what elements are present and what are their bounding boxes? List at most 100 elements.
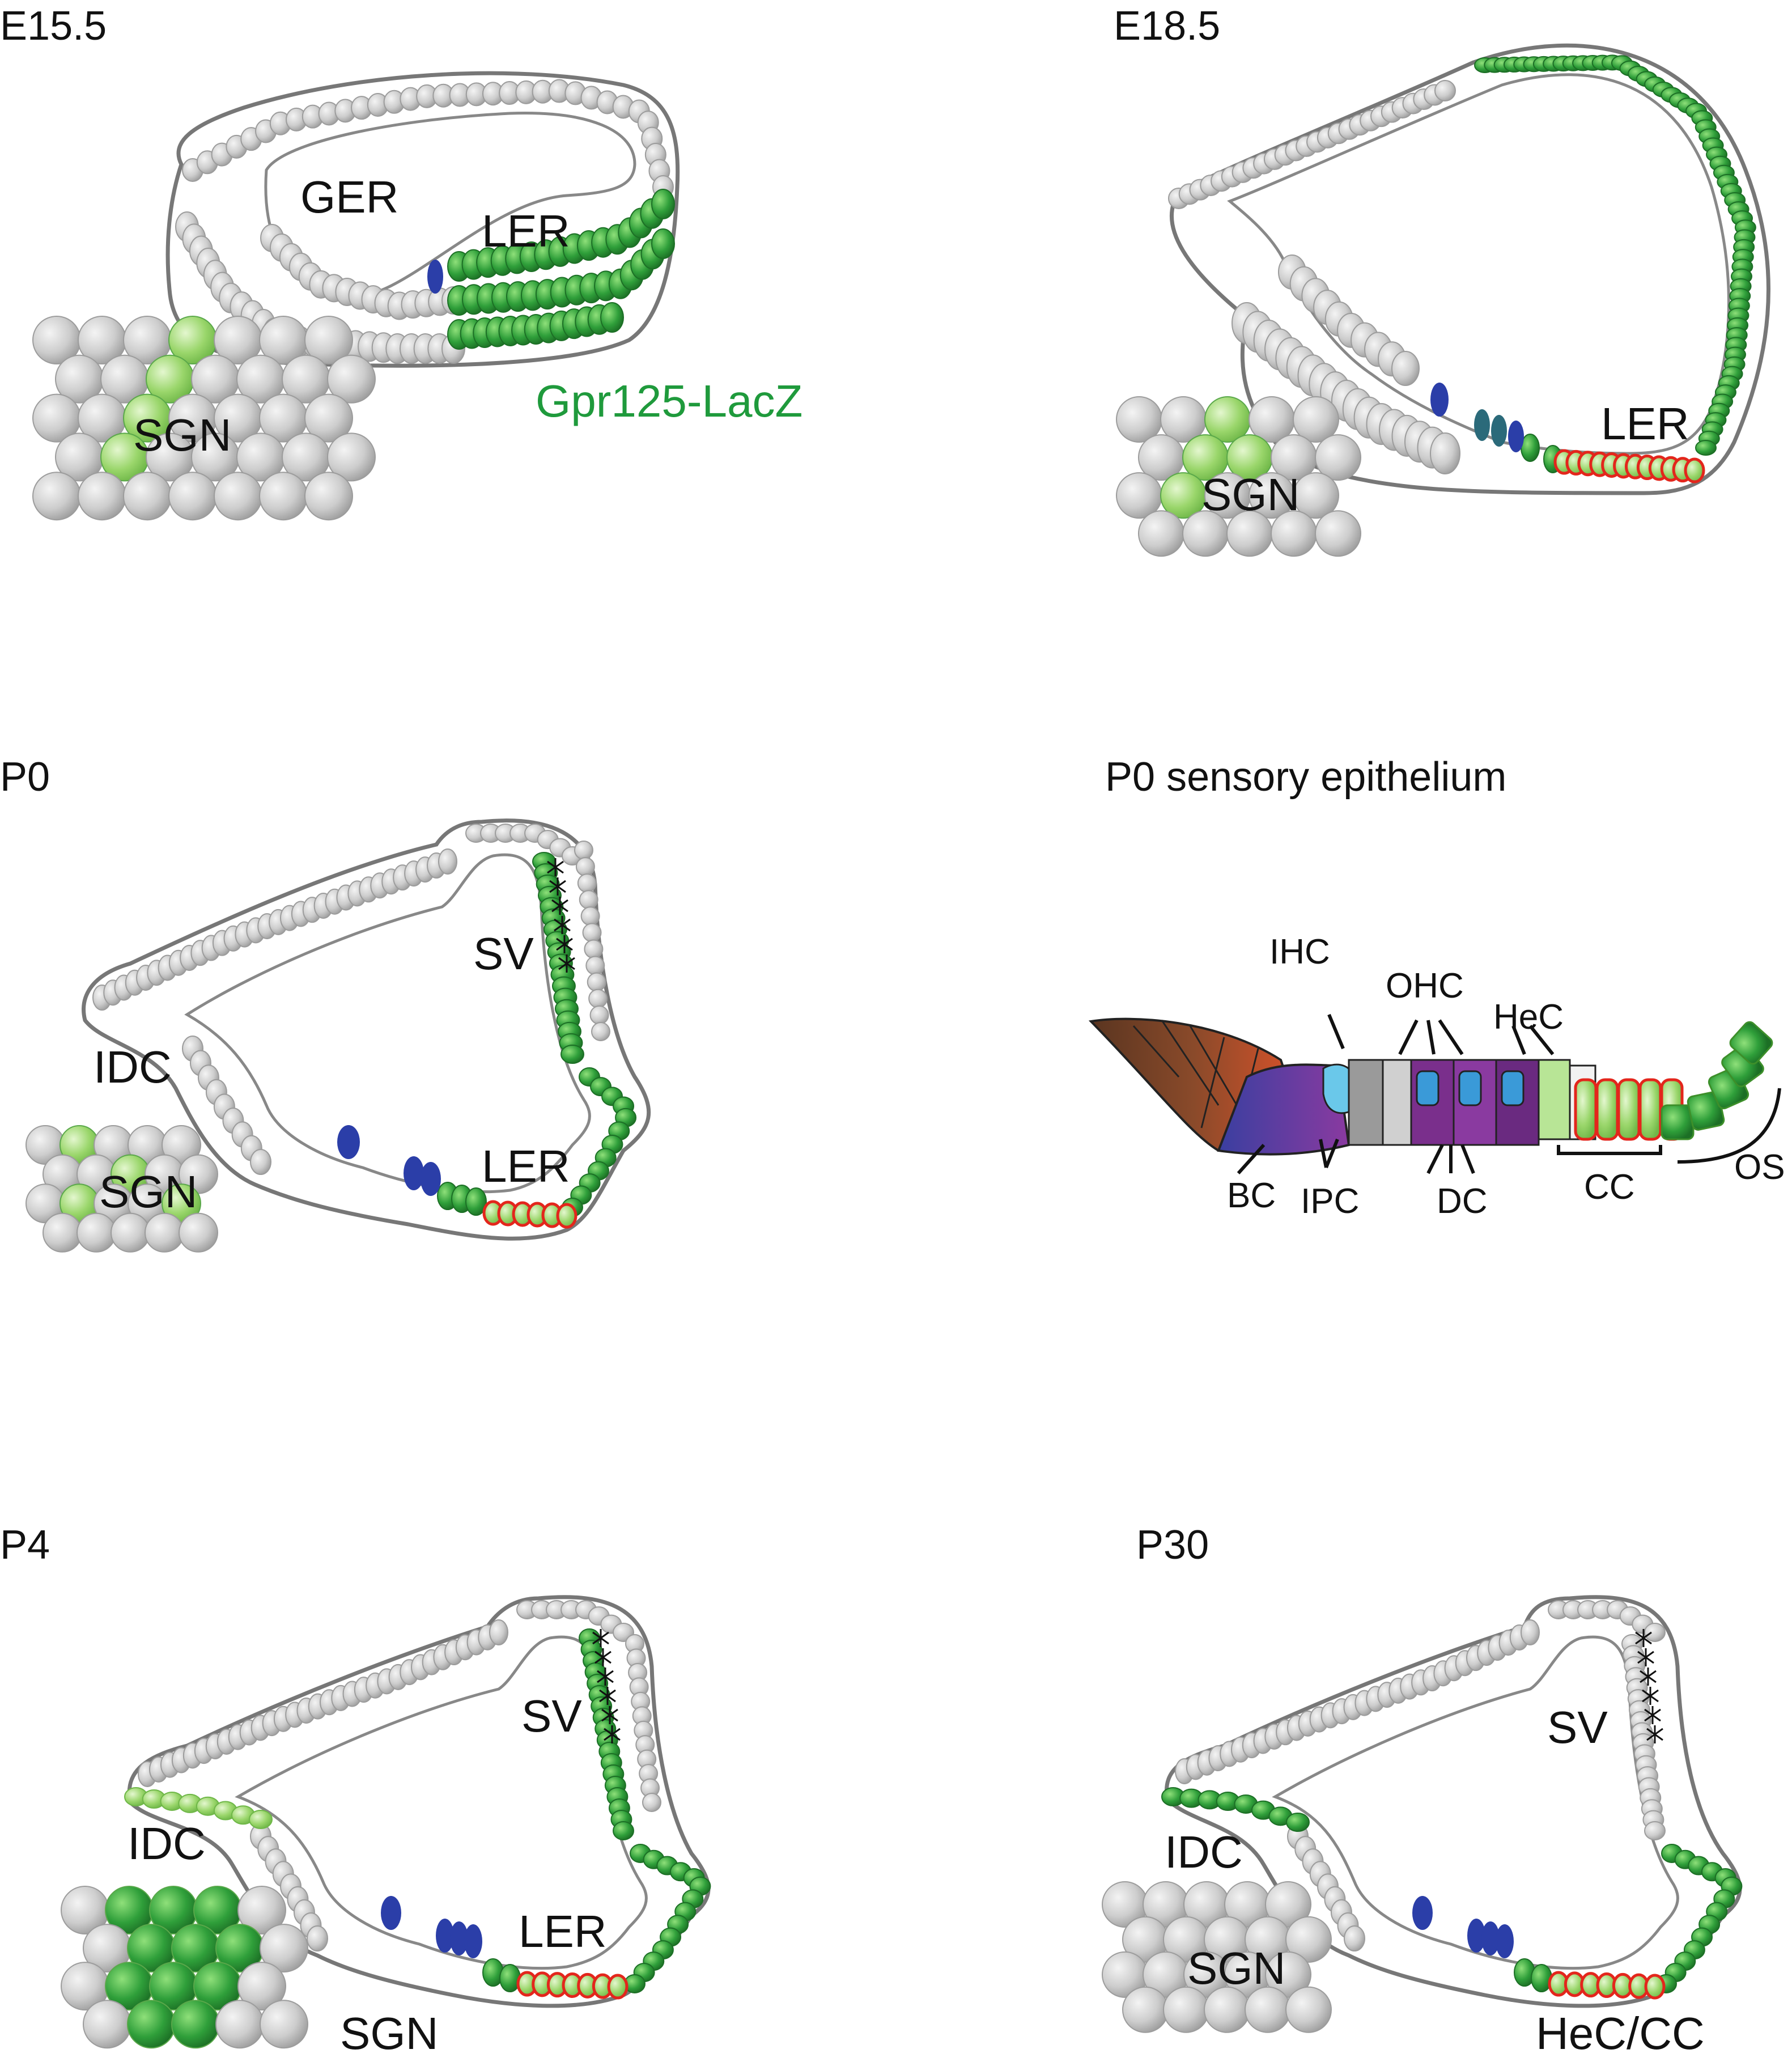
sgn-cell [215,2000,264,2049]
sgn-cell [214,472,262,521]
panel-p0-sensory-epithelium: P0 sensory epithelium [1088,754,1785,1221]
red-outlined-cells [1553,449,1705,483]
gray-cell-layer [1168,80,1460,474]
cell [587,972,606,992]
region-label-sgn: SGN [1187,1943,1285,1993]
green-cell [600,302,624,333]
duct-lumen [1272,1635,1679,1970]
panel-p0: P0 SV IDC LER SGN [0,754,651,1253]
red-outlined-cells [482,1200,577,1229]
sgn-cell [1285,1916,1332,1963]
region-label-idc: IDC [1165,1827,1243,1877]
sgn-cell-green [171,2000,220,2049]
sgn-cell [1245,1986,1291,2033]
sgn-cell [1293,472,1339,519]
outer-sulcus-cells [1661,1021,1773,1140]
cell [489,1619,508,1645]
capillary-mark [597,1668,614,1686]
outer-hair-cells [1416,1070,1525,1106]
sgn-cell [259,472,308,521]
sgn-cell [304,316,353,364]
region-label-idc: IDC [94,1042,172,1092]
inner-pillar-cell [1348,1059,1384,1146]
label-dc: DC [1437,1182,1488,1221]
outer-hair-cells [1474,409,1524,452]
label-ihc: IHC [1269,932,1330,971]
label-hec: HeC [1493,998,1564,1037]
claudius-cell [1638,1078,1662,1141]
sgn-cell [1138,510,1184,557]
stria-vascularis-capillaries [1635,1629,1663,1743]
cell [1644,1623,1666,1642]
gray-cell-layer [92,824,610,1175]
region-label-idc: IDC [128,1818,206,1869]
label-os: OS [1734,1148,1785,1187]
region-label-ger: GER [300,172,398,222]
panel-p30: P30 SV IDC SGN HeC/CC [1102,1522,1743,2059]
cell [574,841,593,860]
gray-cell-layer [1175,1600,1666,1951]
panel-e15-5: E15.5 GER LER SGN Gpr125-LacZ [0,3,802,521]
cell [1344,1925,1365,1951]
sgn-cell [179,1212,218,1253]
stage-label: E18.5 [1114,3,1220,49]
red-outlined-cells [1548,1971,1666,2000]
green-cell-layer [1474,54,1756,473]
cell [591,1022,610,1041]
region-label-ler: LER [482,1141,570,1191]
capillary-mark [1644,1706,1661,1724]
sgn-cell [145,1212,184,1253]
sgn-cluster [1116,396,1361,557]
capillary-mark [1642,1687,1659,1705]
cell [438,848,457,875]
green-cell-layer [437,852,637,1217]
duct-outline [1165,1595,1742,2008]
sgn-cell [1285,1986,1332,2033]
region-label-hec-cc: HeC/CC [1536,2008,1705,2059]
capillary-mark [599,1687,616,1705]
duct-outline [82,818,651,1241]
capillary-mark [1635,1629,1652,1647]
sgn-cell [327,432,376,482]
red-outlined-cell [607,1974,629,2000]
cell [1434,80,1456,101]
cell [642,1793,661,1812]
region-label-sgn: SGN [1201,469,1300,520]
duct-outline [1169,43,1770,495]
sgn-cell [1204,1986,1250,2033]
hair-cells [1412,1896,1514,1958]
label-cc: CC [1584,1168,1635,1207]
capillary-mark [554,916,571,934]
duct-lumen [184,853,591,1194]
cell [585,956,605,975]
green-cell-layer [447,189,675,350]
cell [579,890,598,910]
cell [1430,432,1460,474]
cell [250,1149,271,1175]
region-label-sv: SV [1547,1702,1608,1753]
sgn-cell [237,1886,286,1934]
cell [1644,1821,1666,1840]
sgn-cluster [26,1125,218,1253]
green-cell-layer [482,1628,711,1993]
red-outlined-cell [1644,1974,1666,2000]
light-green-cell-layer [124,1787,273,1829]
sgn-cell [1163,1986,1209,2033]
cell [1391,351,1420,386]
claudius-cell [1574,1078,1598,1141]
capillary-mark [1640,1668,1657,1686]
sgn-cell [77,1212,116,1253]
capillary-mark [556,935,573,953]
green-cell [1695,440,1717,456]
sgn-cell [43,1212,82,1253]
callout-lines [1237,1013,1781,1175]
stage-label: P30 [1136,1522,1209,1568]
sgn-cell [1265,1951,1311,1998]
sgn-cluster [61,1886,308,2049]
gray-cell-layer [138,1600,661,1951]
label-ipc: IPC [1301,1182,1359,1221]
stage-label: P4 [0,1522,50,1568]
inner-hair-cell [1430,383,1449,417]
legend-gpr125-lacz: Gpr125-LacZ [536,376,802,426]
